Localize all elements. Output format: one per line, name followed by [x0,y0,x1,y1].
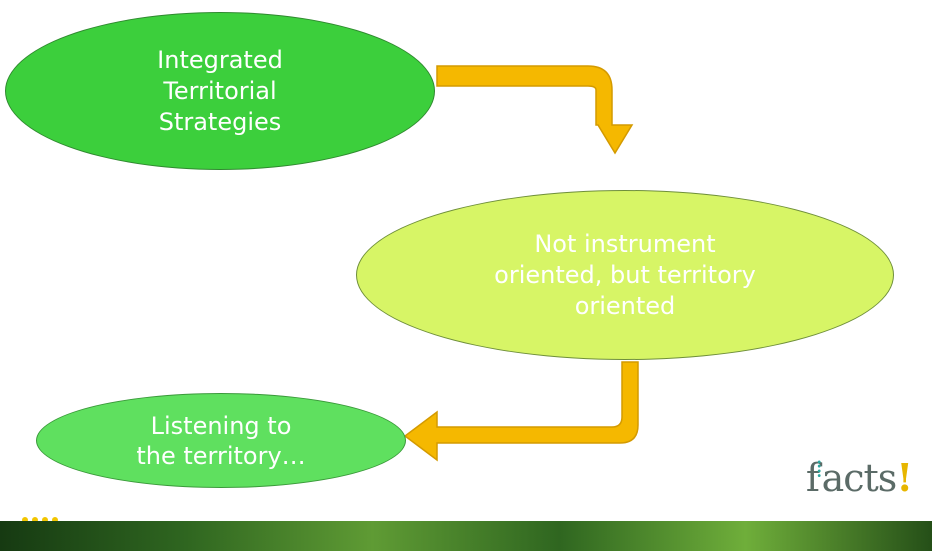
node-integrated-territorial-strategies: Integrated Territorial Strategies [5,12,435,170]
dot-icon [22,517,28,523]
arrow-1-to-2 [436,65,634,155]
arrow-2-to-3 [403,361,639,462]
decorative-dots [22,517,58,523]
node-not-instrument-oriented: Not instrument oriented, but territory o… [356,190,894,360]
facts-logo: f⁞acts! [805,455,913,500]
node-listening-to-territory: Listening to the territory… [36,393,406,488]
node-label: Listening to the territory… [136,411,306,470]
bottom-leaf-banner [0,521,932,551]
logo-acts: acts [821,456,898,500]
dot-icon [32,517,38,523]
node-label: Not instrument oriented, but territory o… [494,229,756,320]
logo-f: f [805,456,820,500]
dot-icon [42,517,48,523]
dot-icon [52,517,58,523]
logo-dots: ⁞ [815,455,823,484]
logo-bang: ! [896,455,913,500]
node-label: Integrated Territorial Strategies [157,45,283,136]
